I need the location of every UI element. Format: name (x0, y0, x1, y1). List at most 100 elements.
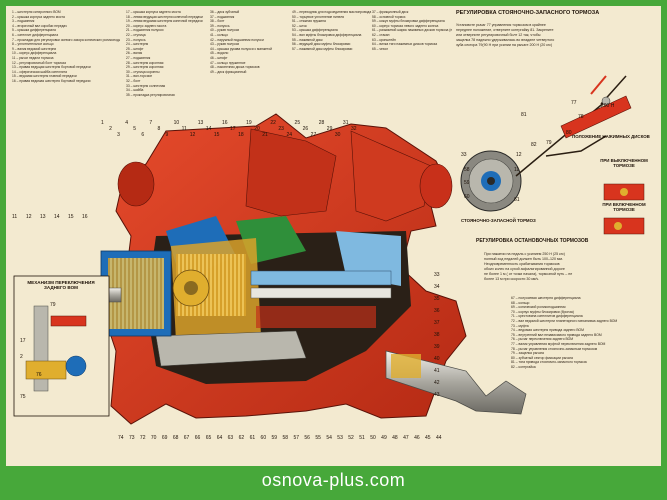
callout-number: 10 (174, 120, 180, 126)
legend-column-4: 49 – переходник для подсоединения маслоп… (292, 10, 372, 51)
callout-number: 66 (195, 435, 201, 441)
list-line: 18 – левая ведущая шестерня конечной пер… (126, 14, 203, 19)
callout-number: 21 (262, 132, 268, 138)
callout-number: 60 (464, 194, 470, 200)
stop-brake-title: РЕГУЛИРОВКА ОСТАНОВОЧНЫХ ТОРМОЗОВ (476, 238, 589, 244)
disk-position-caption: ПОЛОЖЕНИЕ НАЖИМНЫХ ДИСКОВ (572, 134, 650, 139)
list-line: Неодновременность срабатывания тормозов (484, 262, 560, 266)
callout-number: 75 (20, 394, 26, 400)
callout-number: 53 (337, 435, 343, 441)
list-line: 34 – шайба (126, 88, 144, 93)
list-line: 50 – торцевое уплотнение нипеля (292, 14, 345, 19)
callout-number: 67 (184, 435, 190, 441)
list-line: 8 – уплотнительное кольцо (12, 42, 54, 47)
callout-number: 15 (68, 214, 74, 220)
callout-number: 50 (370, 435, 376, 441)
callout-number: 6 (141, 132, 144, 138)
callout-number: 31 (343, 120, 349, 126)
list-line: 57 – нажимной диск муфты блокировки (292, 46, 353, 51)
list-line: 4 – вторичный вал коробки передач (12, 23, 67, 28)
list-line: 36 – диск зубчатый (210, 10, 240, 14)
callout-number: 37 (434, 320, 440, 326)
list-line: 22 – ступица (126, 32, 146, 37)
list-line: 74 – ведомая шестерня привода заднего ВО… (511, 328, 584, 333)
callout-number: 44 (436, 435, 442, 441)
callout-number: 29 (327, 126, 333, 132)
callout-number: 82 (531, 142, 537, 148)
force-label: 200 Н (601, 103, 615, 109)
disc-position-on (603, 217, 645, 235)
callout-number: 14 (206, 126, 212, 132)
list-line: 69 – конический роликоподшипник (511, 305, 566, 310)
callout-number: 25 (295, 120, 301, 126)
callout-number: 24 (286, 132, 292, 138)
list-line: 38 – болт (210, 19, 225, 24)
callout-number: 11 (182, 126, 187, 132)
parking-brake-disc (460, 150, 522, 212)
callout-number: 74 (118, 435, 124, 441)
callout-number: 33 (434, 272, 440, 278)
callout-number: 11 (12, 214, 17, 220)
callout-number: 12 (516, 152, 522, 158)
callout-number: 17 (230, 126, 236, 132)
callout-number: 30 (335, 132, 341, 138)
list-line: 76 – рычаг переключения заднего ВОМ (511, 337, 574, 342)
callout-number: 12 (26, 214, 32, 220)
list-line: 80 – зубчатый сектор фиксации рычага (511, 355, 573, 360)
list-line: 27 – подшипник (126, 55, 151, 60)
list-line: не более 1 м ( от точки начала), тормозн… (484, 272, 573, 276)
list-line: При нажатии на педаль с усилием 250 Н (2… (484, 252, 565, 256)
brake-off-caption: ПРИ ВЫКЛЮЧЕННОМ ТОРМОЗЕ (600, 158, 648, 169)
list-line: 24 – шестерня (126, 42, 149, 47)
list-line: 10 – корпус дифференциала (12, 51, 57, 56)
list-line: 6 – сателлит дифференциала (12, 32, 59, 37)
callout-number: 20 (254, 126, 260, 132)
callout-number: 32 (351, 126, 357, 132)
callout-number: 68 (173, 435, 179, 441)
list-line: 51 – стяжная пружина (292, 19, 326, 24)
callout-number: 13 (198, 120, 204, 126)
list-line: 30 – ступица коронны (126, 69, 160, 74)
list-line: 78 – рычаг управления стояночно-запасным… (511, 346, 598, 351)
callout-number: 56 (304, 435, 310, 441)
list-line: 20 – корпус заднего моста (126, 23, 167, 28)
callout-number: 12 (190, 132, 196, 138)
list-line: 67 – полуосевая шестерня дифференциала (511, 296, 581, 300)
list-line: 41 – кольцо (210, 32, 228, 37)
list-line: 63 – кронштейн (372, 37, 396, 42)
callout-number: 63 (228, 435, 234, 441)
callout-number: 46 (414, 435, 420, 441)
list-line: 37 – подшипник (210, 14, 235, 19)
callout-number: 9 (166, 132, 169, 138)
list-line: 40 – рукав полуоси (210, 28, 240, 33)
callout-number: 16 (222, 120, 228, 126)
callout-number: 64 (217, 435, 223, 441)
list-line: или отверните регулировочный болт 12 так… (456, 33, 541, 37)
list-line: 5 – крышка дифференциала (12, 28, 56, 33)
list-line: переднее положение, отверните контргайку… (456, 28, 554, 32)
output-shaft (385, 350, 527, 415)
list-line: 15 – ведомая шестерня главной передачи (12, 74, 77, 79)
list-line: 73 – муфта (511, 323, 529, 328)
callout-number: 19 (246, 120, 252, 126)
list-line: 13 – правая ведущая шестерня бортовой пе… (12, 65, 91, 70)
list-line: 1 – шестерня синхронного ВОМ (12, 10, 61, 14)
brake-adjust-text: Установите рычаг 77 управления тормозом … (456, 23, 596, 48)
callout-number: 8 (157, 126, 160, 132)
callout-number: 40 (434, 356, 440, 362)
callout-number: 51 (359, 435, 365, 441)
list-line: 47 – кольцо пружинное (210, 60, 246, 65)
parking-brake-caption: СТОЯНОЧНО-ЗАПАСНОЙ ТОРМОЗ (461, 218, 536, 223)
list-line: 26 – валик (126, 51, 143, 56)
list-line: 17 – крышка корпуса заднего моста (126, 10, 181, 14)
list-line: 33 – шестерня солнечная (126, 83, 166, 88)
list-line: 77 – валик управления муфтой переключени… (511, 341, 606, 346)
callout-number: 2 (109, 126, 112, 132)
